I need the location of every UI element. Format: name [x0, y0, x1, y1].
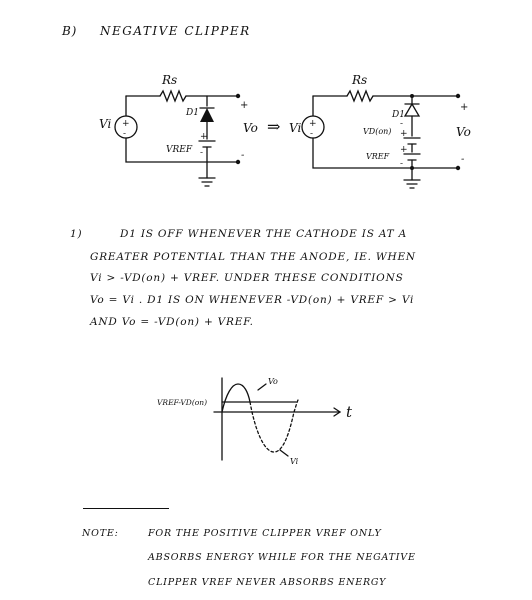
- left-ground: [198, 177, 216, 187]
- explanation-line-4: Vo = Vi . D1 IS ON WHENEVER -VD(on) + VR…: [90, 294, 415, 306]
- right-terminal-bottom: [455, 165, 461, 171]
- note-line-1: FOR THE POSITIVE CLIPPER VREF ONLY: [148, 528, 382, 539]
- left-terminal-top: [235, 93, 241, 99]
- left-output-plus: +: [240, 100, 248, 111]
- svg-text:-: -: [400, 119, 403, 129]
- right-vdon-label: VD(on): [363, 127, 391, 136]
- svg-text:-: -: [123, 129, 126, 139]
- equivalent-arrow: ⇒: [267, 117, 280, 136]
- note-divider: [83, 508, 169, 509]
- right-resistor-label: Rs: [351, 73, 367, 87]
- right-wire-bottom: [312, 137, 459, 169]
- input-pointer: [279, 449, 289, 457]
- left-output-minus: -: [241, 150, 245, 161]
- svg-text:+: +: [309, 119, 317, 129]
- left-source-label: Vi: [99, 117, 111, 131]
- output-positive-lobe: [221, 383, 251, 413]
- svg-text:+: +: [400, 129, 408, 139]
- right-diode-outline: [403, 102, 421, 117]
- left-diode-triangle: [200, 108, 214, 122]
- right-diode-label: D1: [391, 110, 405, 120]
- time-axis-label: t: [346, 403, 353, 421]
- svg-text:+: +: [122, 119, 130, 129]
- input-dashed-wave: [249, 399, 299, 453]
- section-title: NEGATIVE CLIPPER: [100, 24, 251, 38]
- explanation-line-1: D1 IS OFF WHENEVER THE CATHODE IS AT A: [120, 228, 407, 240]
- note-line-3: CLIPPER VREF NEVER ABSORBS ENERGY: [148, 577, 387, 588]
- section-number: B): [62, 24, 78, 38]
- left-resistor-label: Rs: [161, 73, 177, 87]
- output-pointer: [257, 383, 267, 391]
- note-line-2: ABSORBS ENERGY WHILE FOR THE NEGATIVE: [148, 552, 416, 563]
- note-label: NOTE:: [82, 528, 119, 539]
- clip-level-label: VREF-VD(on): [157, 398, 207, 407]
- left-resistor: [159, 89, 187, 103]
- right-output-label: Vo: [456, 125, 471, 139]
- svg-text:+: +: [200, 132, 208, 142]
- right-output-minus: -: [461, 154, 465, 165]
- input-wave-label: Vi: [290, 457, 299, 466]
- left-vref-label: VREF: [166, 145, 193, 155]
- right-junction-bottom: [410, 166, 414, 170]
- right-resistor: [346, 89, 374, 103]
- left-diode-label: D1: [185, 108, 199, 118]
- circuit-diagrams: + - + - + - + + - - Rs Vi D1 VREF Vo + -…: [99, 73, 471, 189]
- clipper-waveform: VREF-VD(on) Vo Vi t: [157, 377, 353, 466]
- output-wave-label: Vo: [268, 377, 278, 386]
- explanation-line-2: GREATER POTENTIAL THAN THE ANODE, IE. WH…: [90, 251, 416, 263]
- explanation-line-5: AND Vo = -VD(on) + VREF.: [90, 316, 254, 328]
- right-junction-top: [410, 94, 414, 98]
- svg-text:+: +: [400, 145, 408, 155]
- right-vref-label: VREF: [366, 152, 390, 161]
- left-output-label: Vo: [243, 121, 258, 135]
- svg-text:-: -: [310, 129, 313, 139]
- left-terminal-bottom: [235, 159, 241, 165]
- svg-text:-: -: [400, 159, 403, 169]
- right-terminal-top: [455, 93, 461, 99]
- explanation-number: 1): [70, 228, 83, 240]
- left-wire-bottom: [125, 137, 239, 163]
- right-output-plus: +: [460, 102, 468, 113]
- explanation-line-3: Vi > -VD(on) + VREF. UNDER THESE CONDITI…: [90, 272, 404, 284]
- right-source-label: Vi: [289, 121, 301, 135]
- time-axis-arrow: [333, 407, 342, 417]
- svg-text:-: -: [200, 148, 203, 158]
- right-ground: [403, 179, 421, 189]
